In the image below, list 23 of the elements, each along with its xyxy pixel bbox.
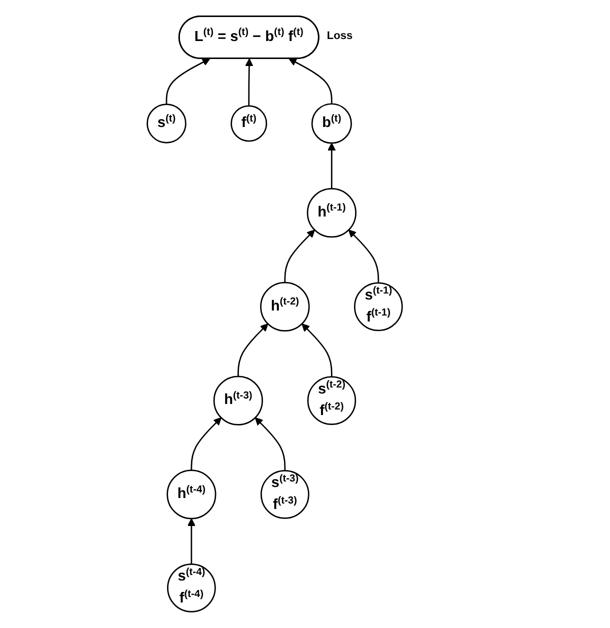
- arrow: [188, 518, 196, 564]
- arrow: [238, 323, 269, 376]
- node-circle: b$^{(t)}$: [312, 103, 352, 144]
- arrow: [166, 58, 210, 104]
- node-circle: h$^{(t-4)}$: [166, 470, 217, 520]
- arrow: [245, 58, 254, 106]
- node-circle: s$^{(t)}$: [146, 104, 187, 144]
- arrow: [348, 230, 380, 283]
- node-circle: h$^{(t-3)}$: [214, 376, 264, 426]
- arrow: [255, 417, 286, 471]
- node-circle: s$^{(t-3)}$ f$^{(t-3)}$: [260, 470, 310, 519]
- arrow: [284, 230, 316, 283]
- arrow: [302, 323, 333, 377]
- node-circle: s$^{(t-2)}$ f$^{(t-2)}$: [308, 376, 356, 426]
- node-circle: h$^{(t-1)}$: [307, 188, 357, 238]
- arrow: [288, 58, 333, 104]
- arrow: [328, 142, 336, 189]
- node-circle: f$^{(t)}$: [230, 105, 268, 142]
- side-note: Loss: [326, 30, 353, 42]
- arrow: [191, 417, 222, 470]
- node-circle: h$^{(t-2)}$: [260, 282, 310, 332]
- node-circle: s$^{(t-4)}$ f$^{(t-4)}$: [167, 564, 216, 612]
- node-circle: s$^{(t-1)}$ f$^{(t-1)}$: [354, 282, 404, 332]
